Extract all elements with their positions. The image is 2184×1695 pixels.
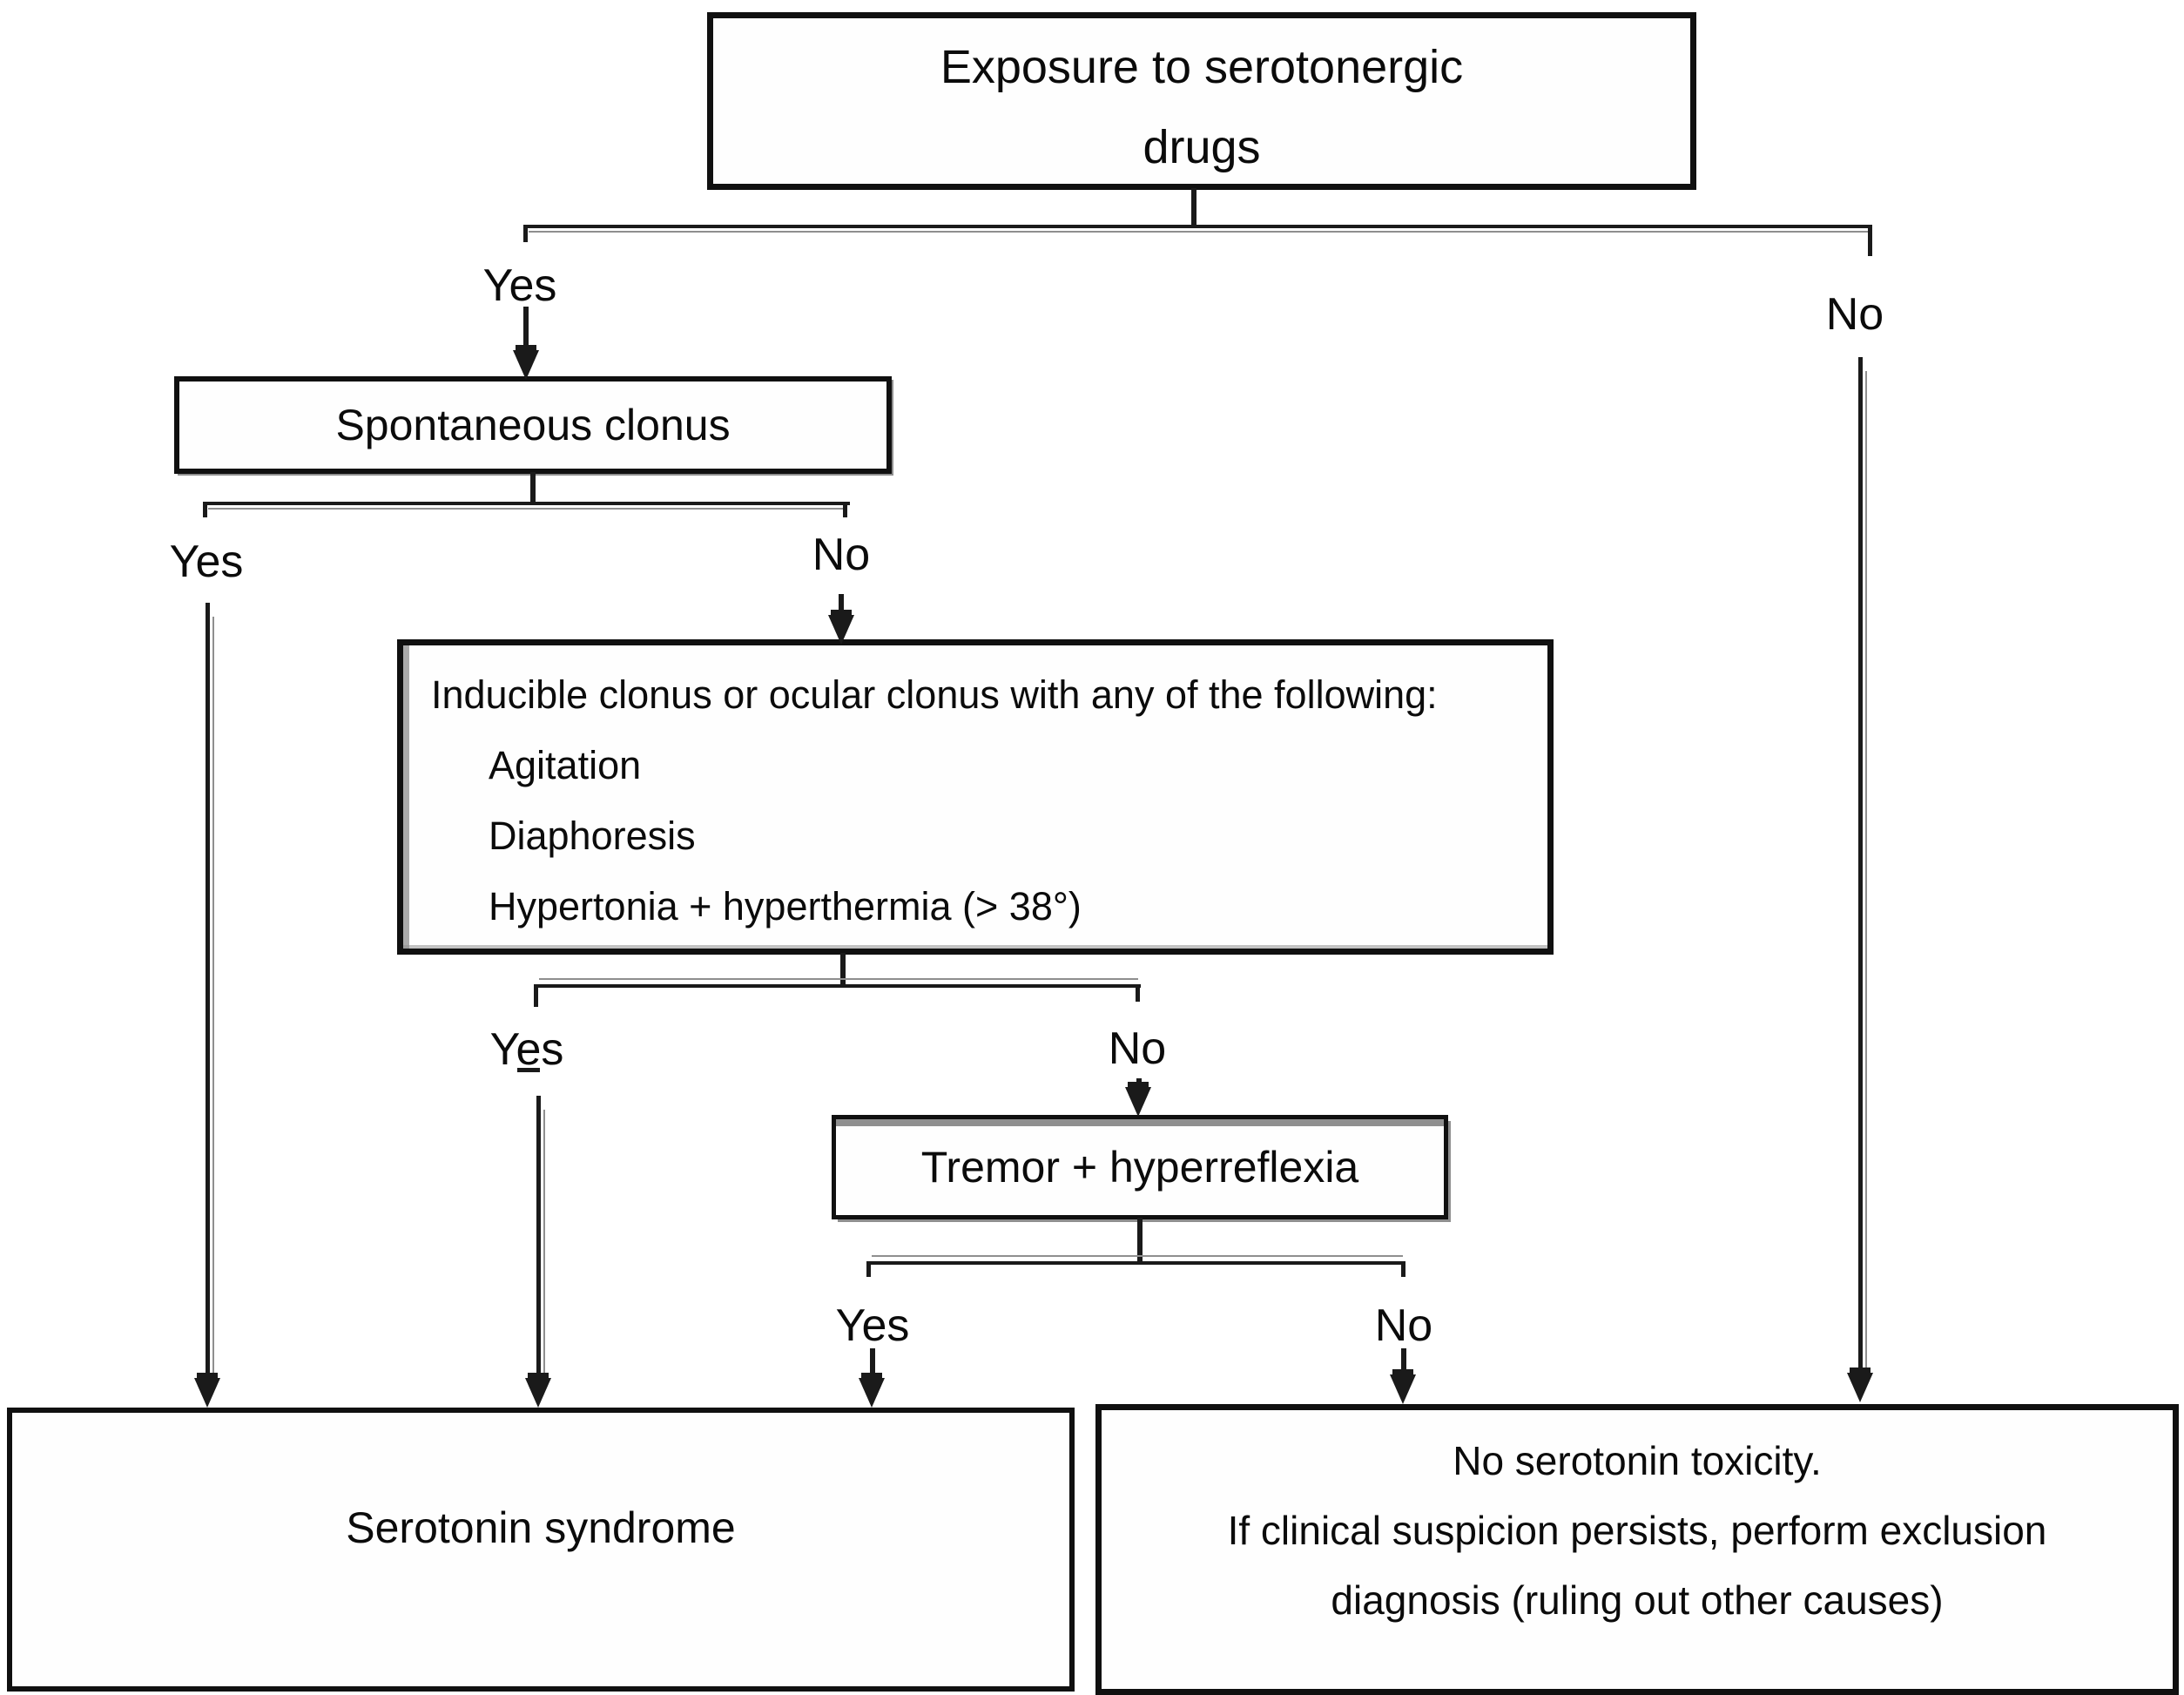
node-no-toxicity-line1: No serotonin toxicity. — [1453, 1438, 1822, 1483]
arrowhead-into-spontaneous — [513, 345, 539, 380]
label-spontaneous-no: No — [812, 530, 871, 580]
connector-exposure-stem — [1191, 188, 1196, 226]
branch-tick — [843, 502, 847, 517]
node-spontaneous-clonus-label: Spontaneous clonus — [335, 401, 731, 449]
node-serotonin-syndrome: Serotonin syndrome — [7, 1408, 1075, 1692]
node-inducible-item-agitation: Agitation — [489, 743, 642, 787]
branch-line-spontaneous — [206, 502, 850, 510]
node-inducible-item-diaphoresis: Diaphoresis — [489, 814, 696, 858]
arrowhead-tremor-no-into-no-toxicity — [1390, 1369, 1416, 1404]
node-inducible-clonus: Inducible clonus or ocular clonus with a… — [397, 639, 1554, 955]
node-exposure-line2: drugs — [1143, 121, 1261, 173]
label-inducible-no: No — [1108, 1023, 1167, 1074]
arrowhead-tremor-yes-into-syndrome — [859, 1373, 885, 1408]
arrow-stem-tremor-yes — [870, 1348, 875, 1378]
label-tremor-no: No — [1374, 1300, 1433, 1351]
branch-tick — [203, 502, 207, 517]
label-spontaneous-yes: Yes — [169, 537, 244, 587]
branch-tick — [1136, 984, 1140, 1002]
label-tremor-yes: Yes — [835, 1300, 910, 1351]
label-exposure-yes: Yes — [482, 260, 557, 311]
node-spontaneous-clonus: Spontaneous clonus — [174, 376, 892, 474]
arrowhead-inducible-yes-into-syndrome — [525, 1373, 551, 1408]
label-inducible-yes: Yes — [489, 1024, 564, 1075]
line-exposure-no-drop — [1858, 357, 1867, 1367]
branch-line-inducible — [536, 978, 1141, 988]
arrowhead-spontaneous-yes-into-syndrome — [194, 1373, 220, 1408]
connector-spontaneous-stem — [530, 472, 536, 503]
node-tremor-hyperreflexia: Tremor + hyperreflexia — [832, 1115, 1448, 1219]
line-inducible-yes-drop — [536, 1096, 545, 1373]
arrowhead-exposure-no-into-no-toxicity — [1847, 1367, 1873, 1402]
node-no-toxicity-line3: diagnosis (ruling out other causes) — [1331, 1577, 1944, 1623]
branch-tick — [1401, 1261, 1405, 1277]
node-inducible-clonus-title: Inducible clonus or ocular clonus with a… — [431, 672, 1438, 717]
node-serotonin-syndrome-label: Serotonin syndrome — [346, 1503, 736, 1552]
arrow-stem-tremor-no — [1401, 1348, 1406, 1374]
arrowhead-into-tremor — [1125, 1082, 1151, 1117]
underline-mark — [517, 1068, 540, 1072]
arrowhead-into-inducible — [828, 610, 854, 645]
arrow-stem-spontaneous-no — [839, 594, 844, 620]
node-inducible-item-hypertonia: Hypertonia + hyperthermia (> 38°) — [489, 884, 1082, 929]
branch-tick — [1868, 225, 1872, 256]
connector-tremor-stem — [1137, 1218, 1143, 1263]
branch-line-tremor — [869, 1255, 1405, 1265]
node-exposure-line1: Exposure to serotonergic — [940, 41, 1464, 93]
line-spontaneous-yes-drop — [206, 603, 214, 1373]
node-tremor-hyperreflexia-label: Tremor + hyperreflexia — [920, 1143, 1359, 1192]
arrow-stem-exposure-yes — [523, 307, 529, 352]
node-no-toxicity-line2: If clinical suspicion persists, perform … — [1227, 1508, 2047, 1553]
branch-line-exposure — [526, 225, 1872, 233]
branch-tick — [534, 984, 538, 1007]
connector-inducible-stem — [840, 953, 846, 986]
label-exposure-no: No — [1825, 289, 1884, 340]
branch-tick — [523, 225, 528, 242]
branch-tick — [866, 1261, 871, 1277]
node-no-serotonin-toxicity: No serotonin toxicity. If clinical suspi… — [1095, 1404, 2179, 1695]
node-exposure: Exposure to serotonergic drugs — [707, 12, 1696, 190]
